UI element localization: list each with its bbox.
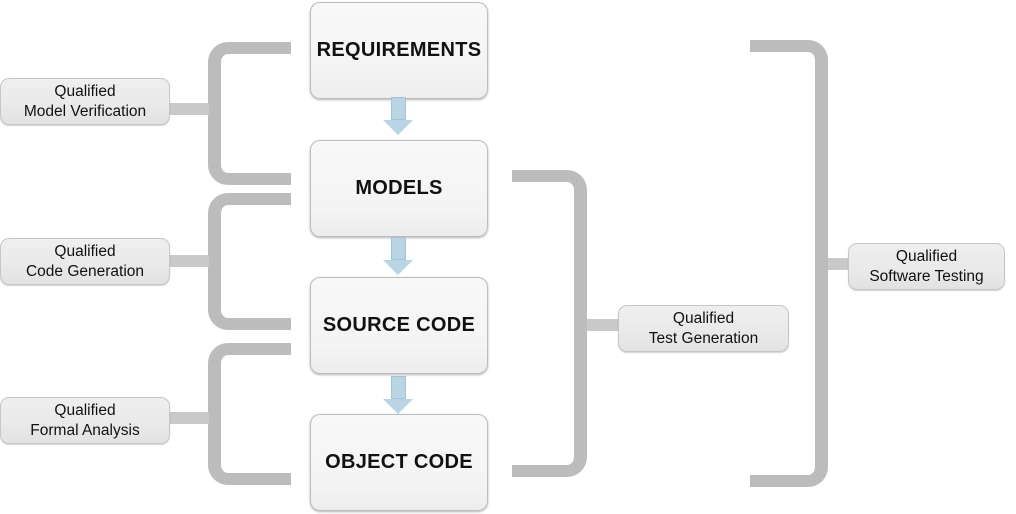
label-line: Test Generation [648,329,759,347]
arrow-down-icon [368,97,428,135]
stub-code-generation [168,255,209,267]
label-line: Qualified [54,401,116,419]
bracket-software-testing [740,40,828,487]
label-qualified-model-verification: Qualified Model Verification [0,78,170,125]
bracket-test-generation [500,170,587,477]
label-line: Model Verification [23,102,147,120]
process-break-strip-middle [496,168,512,490]
label-line: Qualified [54,82,116,100]
label-qualified-software-testing: Qualified Software Testing [848,243,1005,290]
label-line: Qualified [54,242,116,260]
process-break-strip-left [291,35,307,487]
arrow-down-icon [368,237,428,275]
stub-test-generation [587,319,619,331]
label-qualified-test-generation: Qualified Test Generation [618,305,789,352]
arrow-shaft [390,97,406,120]
arrow-down-icon [368,376,428,414]
label-qualified-code-generation: Qualified Code Generation [0,238,170,285]
flow-box-requirements: REQUIREMENTS [310,2,488,99]
label-line: Code Generation [25,262,145,280]
arrow-head [383,120,413,135]
flow-box-label: MODELS [355,177,443,199]
stub-software-testing [828,258,849,270]
label-line: Software Testing [869,267,984,285]
label-qualified-formal-analysis: Qualified Formal Analysis [0,397,170,444]
flow-box-object-code: OBJECT CODE [310,414,488,511]
flow-box-label: REQUIREMENTS [316,39,482,61]
label-line: Formal Analysis [30,421,140,439]
flow-box-label: OBJECT CODE [325,451,473,473]
flow-box-models: MODELS [310,140,488,237]
stub-formal-analysis [168,412,209,424]
flow-box-source-code: SOURCE CODE [310,277,488,374]
stub-model-verification [168,103,209,115]
flow-box-label: SOURCE CODE [322,314,476,336]
arrow-shaft [390,376,406,399]
arrow-shaft [390,237,406,260]
label-line: Qualified [672,309,735,327]
bracket-model-verification [208,42,300,185]
arrow-head [383,399,413,414]
process-break-strip-right [725,33,750,495]
label-line: Qualified [895,247,958,265]
bracket-formal-analysis [208,343,300,485]
bracket-code-generation [208,193,300,330]
arrow-head [383,260,413,275]
